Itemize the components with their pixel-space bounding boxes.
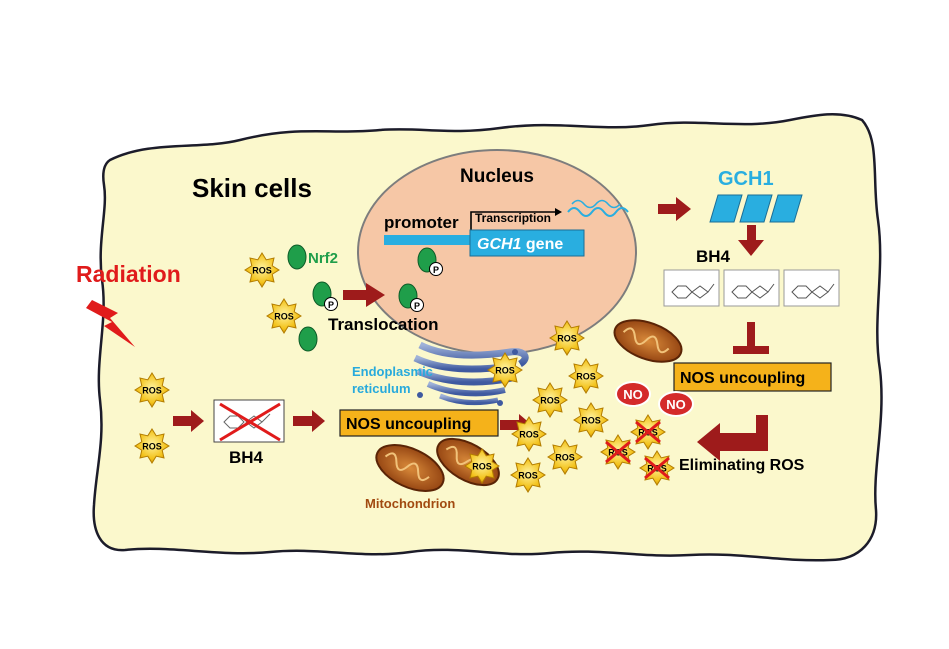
nrf2-protein-1 (287, 244, 307, 270)
bh4-structures (663, 269, 840, 307)
ros-star-eliminated: ROS (600, 434, 636, 470)
ros-label: ROS (519, 430, 539, 440)
ros-label: ROS (274, 312, 294, 322)
arrow-eliminating-ros (697, 415, 768, 461)
svg-text:P: P (328, 300, 334, 310)
promoter-bar (384, 235, 474, 245)
promoter-label: promoter (384, 213, 459, 232)
mrna-wave-2 (571, 199, 621, 209)
gene-label: GCH1 gene (477, 236, 563, 253)
gch1-label: GCH1 (718, 168, 774, 190)
arrow-ros-to-bh4 (173, 410, 204, 432)
nrf2-label: Nrf2 (308, 250, 338, 267)
transcription-label: Transcription (475, 211, 551, 225)
ros-star-eliminated: ROS (639, 450, 675, 486)
bh4-bottom-label: BH4 (229, 448, 264, 467)
ros-label: ROS (495, 366, 515, 376)
no-molecule: NO (658, 391, 694, 417)
nos-right-label: NOS uncoupling (680, 370, 805, 387)
ros-label: ROS (540, 396, 560, 406)
arrow-gch1-to-bh4 (738, 225, 764, 256)
bh4-top-label: BH4 (696, 247, 731, 266)
svg-text:P: P (414, 301, 420, 311)
ros-star: ROS (568, 358, 604, 394)
no-label: NO (666, 397, 686, 412)
mitochondrion-top-right (613, 319, 683, 363)
ros-star: ROS (510, 457, 546, 493)
ros-star: ROS (532, 382, 568, 418)
ros-star: ROS (547, 439, 583, 475)
mitochondrion-bottom-left (375, 444, 445, 492)
ros-star: ROS (244, 252, 280, 288)
skin-cells-label: Skin cells (192, 173, 312, 203)
translocation-label: Translocation (328, 315, 439, 334)
phospho-badge-3: P (429, 262, 443, 276)
ros-star: ROS (134, 428, 170, 464)
ros-star-eliminated: ROS (630, 414, 666, 450)
eliminating-ros-label: Eliminating ROS (679, 457, 805, 474)
nucleus-label: Nucleus (460, 166, 534, 187)
ros-star: ROS (464, 448, 500, 484)
ros-label: ROS (555, 453, 575, 463)
ros-label: ROS (581, 416, 601, 426)
ros-label: ROS (142, 442, 162, 452)
ros-label: ROS (518, 471, 538, 481)
transcription-arrow (470, 208, 562, 232)
inhibition-symbol (733, 322, 769, 354)
nrf2-protein-3 (298, 326, 318, 352)
ros-star: ROS (134, 372, 170, 408)
ros-star: ROS (487, 352, 523, 388)
phospho-badge-1: P (324, 297, 338, 311)
ros-label: ROS (142, 386, 162, 396)
radiation-bolt-icon (86, 300, 135, 347)
arrow-translocation (343, 283, 385, 307)
phospho-badge-2: P (410, 298, 424, 312)
svg-text:P: P (433, 265, 439, 275)
er-label-line2: reticulum (352, 381, 411, 396)
nos-box-right (673, 362, 832, 392)
ros-star: ROS (511, 416, 547, 452)
mitochondrion-label: Mitochondrion (365, 496, 455, 511)
ros-label: ROS (557, 334, 577, 344)
bh4-crossed-box (213, 399, 285, 443)
nos-box-center (339, 409, 499, 437)
ros-star: ROS (549, 320, 585, 356)
gene-box (469, 229, 585, 257)
ros-label: ROS (576, 372, 596, 382)
er-label-line1: Endoplasmic (352, 364, 433, 379)
arrow-bh4-to-nos (293, 410, 325, 432)
nos-center-label: NOS uncoupling (346, 416, 471, 433)
mrna-wave (567, 207, 629, 217)
ros-star: ROS (573, 402, 609, 438)
ros-label: ROS (472, 462, 492, 472)
gch1-protein-blocks (709, 194, 803, 223)
no-label: NO (623, 387, 643, 402)
ros-label: ROS (252, 266, 272, 276)
radiation-label: Radiation (76, 261, 181, 287)
no-molecule: NO (615, 381, 651, 407)
ros-star: ROS (266, 298, 302, 334)
arrow-mrna-to-gch1 (658, 197, 691, 221)
